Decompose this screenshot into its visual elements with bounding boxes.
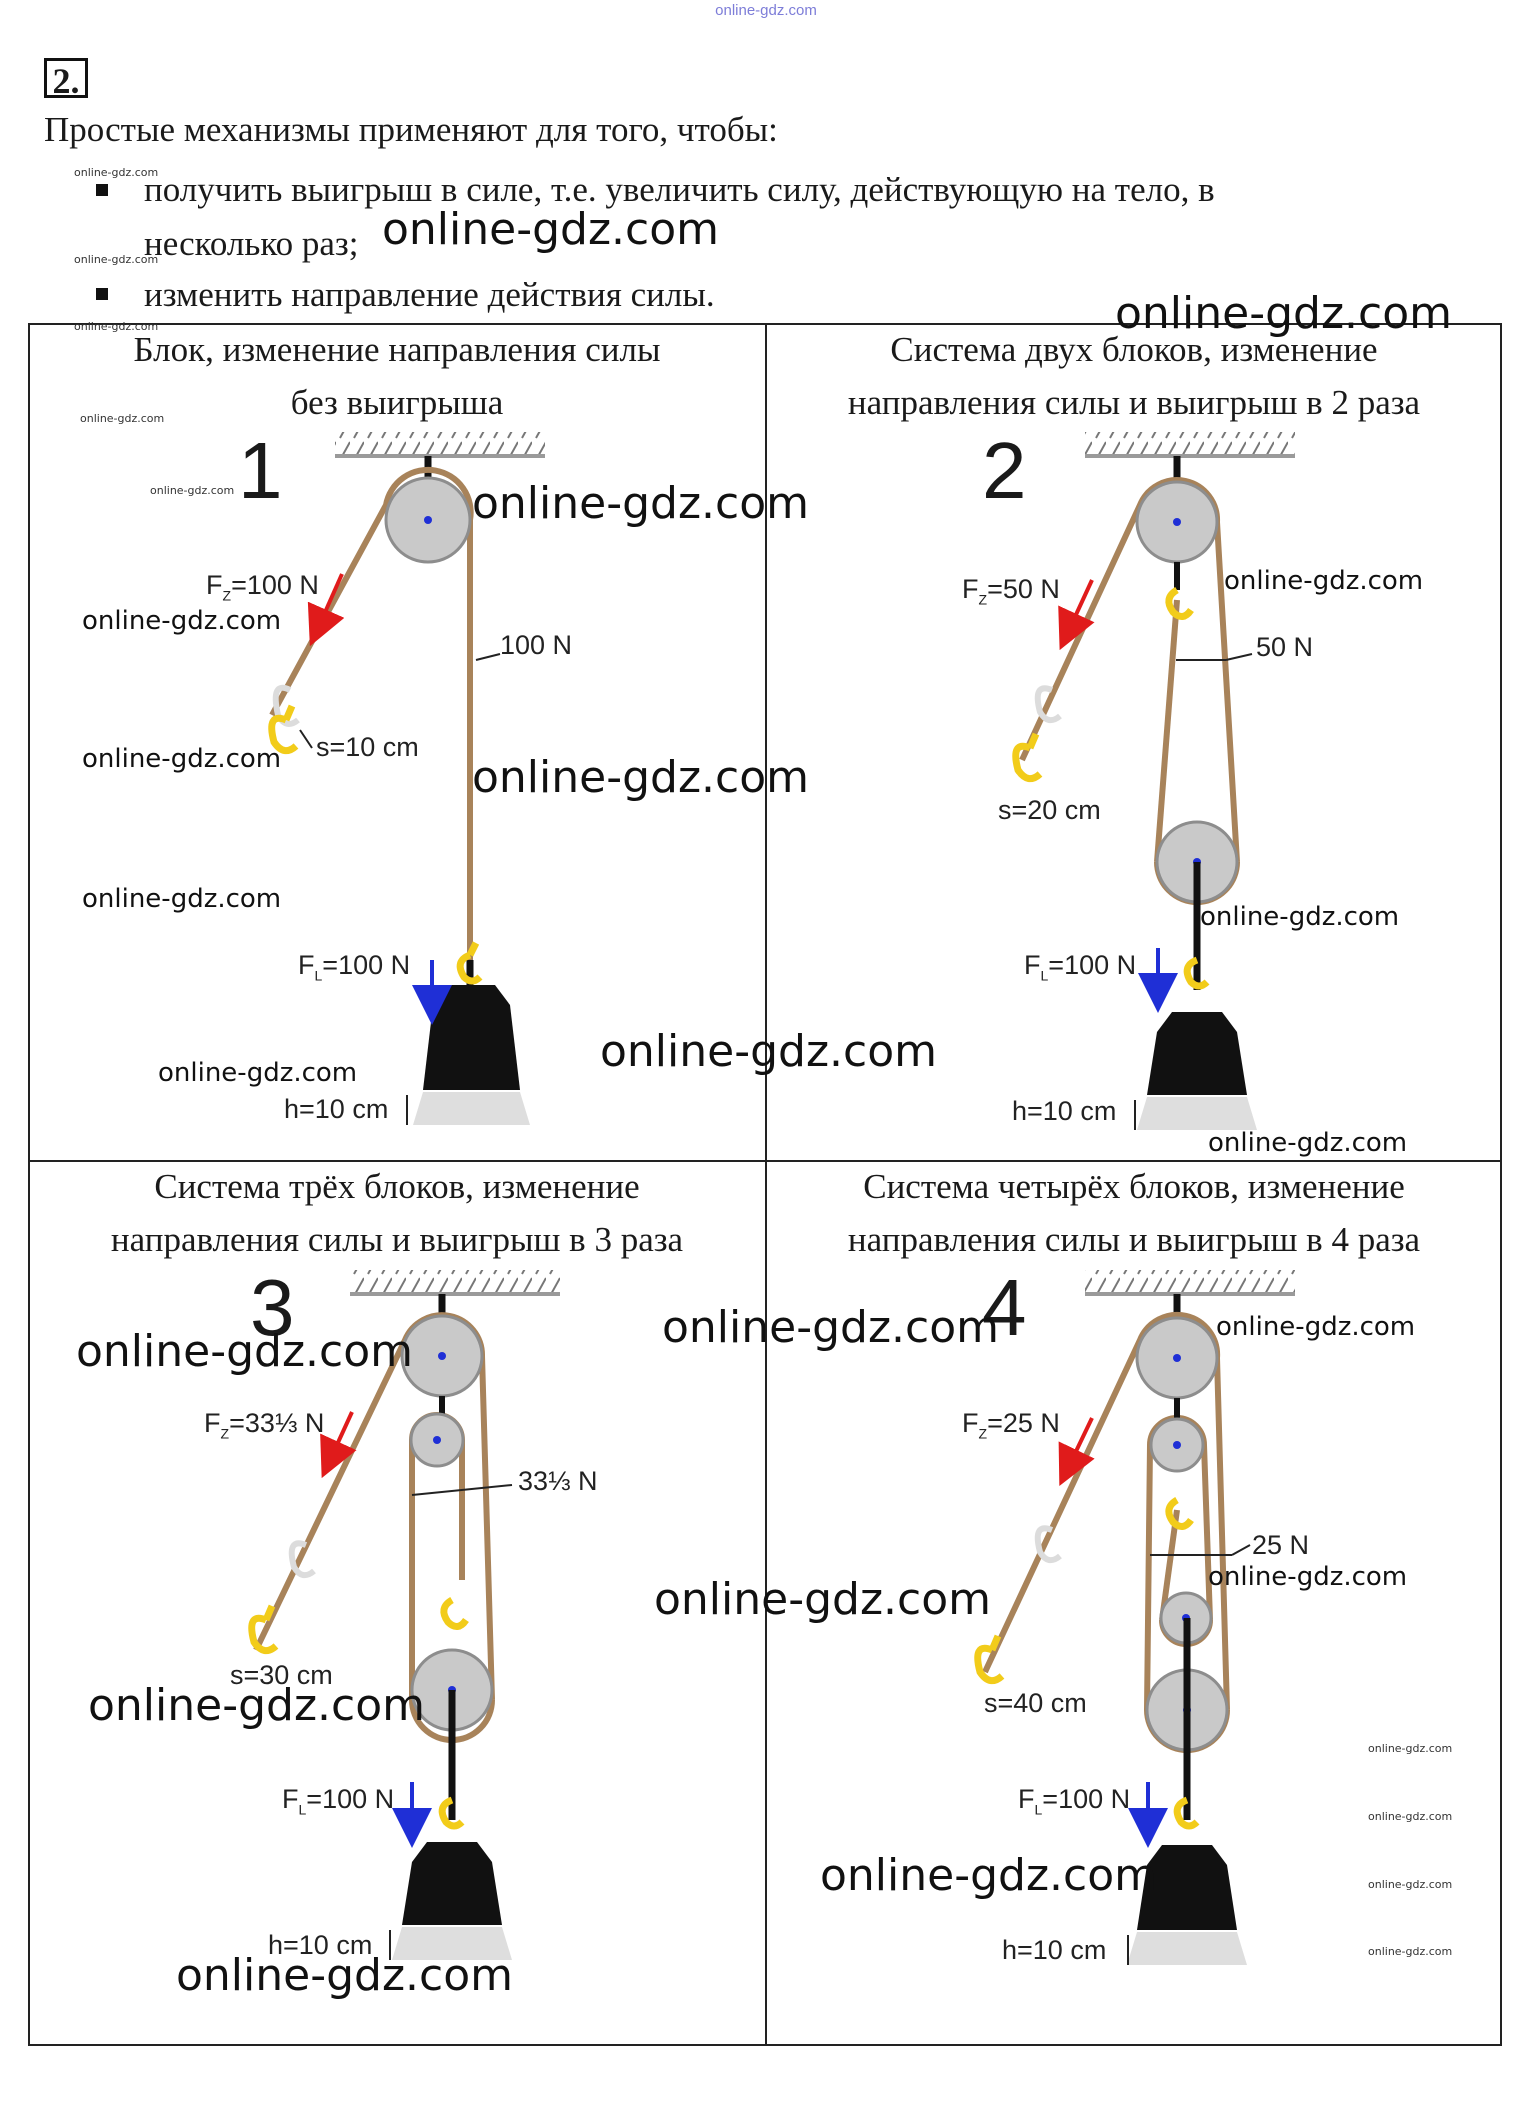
hook [1165,1496,1194,1530]
bullet-2-text: изменить направление действия силы. [144,275,715,314]
bullet-marker [96,184,108,196]
hook [1183,956,1210,990]
red-arrow [320,1411,357,1479]
diagram-number: 1 [238,426,283,515]
watermark: online-gdz.com [1224,566,1424,596]
watermark: online-gdz.com [74,320,159,333]
watermark: online-gdz.com [76,1326,414,1377]
diagram-3 [248,1270,560,1960]
watermark: online-gdz.com [74,253,159,266]
ceiling [350,1270,560,1294]
ceiling [1085,1270,1295,1294]
hook [1173,1796,1200,1830]
hook [974,1634,1005,1685]
watermark: online-gdz.com [82,744,282,774]
watermark: online-gdz.com [1200,902,1400,932]
hook [1012,732,1043,783]
watermark: online-gdz.com [1368,1878,1453,1891]
distance-label: s=10 cm [316,732,419,762]
ceiling [335,432,545,456]
watermark: online-gdz.com [472,752,810,803]
height-label: h=10 cm [268,1930,373,1960]
watermark: online-gdz.com [600,1026,938,1077]
ceiling [1085,432,1295,456]
distance-label: s=40 cm [984,1688,1087,1718]
diagram-number: 2 [982,426,1027,515]
watermark: online-gdz.com [1368,1945,1453,1958]
hook [438,1796,465,1830]
watermark: online-gdz.com [80,412,165,425]
table-divider-vertical [765,323,767,2046]
intro-text: Простые механизмы применяют для того, чт… [44,110,778,149]
height-label: h=10 cm [284,1094,389,1124]
watermark: online-gdz.com [1368,1810,1453,1823]
watermark: online-gdz.com [176,1950,514,2001]
rope-tension-label: 33⅓ N [518,1466,598,1496]
force-l-label: FL=100 N [298,950,411,984]
rope [269,466,474,960]
rope-tension-label: 50 N [1256,632,1314,662]
force-l-label: FL=100 N [282,1784,395,1818]
weight [1137,1845,1237,1930]
watermark: online-gdz.com [150,484,235,497]
weight [402,1842,502,1925]
watermark: online-gdz.com [82,884,282,914]
watermark: online-gdz.com [1208,1562,1408,1592]
task-number: 2. [44,58,88,101]
diagram-1 [268,432,545,1125]
watermark: online-gdz.com [82,606,282,636]
red-arrow [1058,579,1095,651]
watermark: online-gdz.com [382,204,720,255]
distance-label: s=20 cm [998,795,1101,825]
watermark: online-gdz.com [1368,1742,1453,1755]
hook [440,1596,469,1630]
watermark: online-gdz.com [820,1850,1158,1901]
height-label: h=10 cm [1002,1935,1107,1965]
watermark: online-gdz.com [1216,1312,1416,1342]
watermark: online-gdz.com [472,478,810,529]
rope-tension-label: 25 N [1252,1530,1310,1560]
watermark: online-gdz.com [1208,1128,1408,1158]
force-l-label: FL=100 N [1024,950,1137,984]
bullet-1-line-1: получить выигрыш в силе, т.е. увеличить … [144,170,1215,209]
top-watermark: online-gdz.com [715,2,817,19]
weight [423,985,520,1090]
hook [248,1604,279,1655]
diagram-4 [974,1270,1295,1965]
bullet-marker [96,288,108,300]
watermark: online-gdz.com [654,1574,992,1625]
red-arrow [307,573,345,647]
hook [1165,586,1194,620]
force-z-label: FZ=33⅓ N [204,1408,325,1442]
watermark: online-gdz.com [74,166,159,179]
watermark: online-gdz.com [1115,288,1453,339]
bullet-1-line-2: несколько раз; [144,224,359,263]
force-z-label: FZ=50 N [962,574,1060,608]
red-arrow [1058,1417,1095,1487]
distance-label: s=30 cm [230,1660,333,1690]
watermark: online-gdz.com [158,1058,358,1088]
watermark: online-gdz.com [88,1680,426,1731]
force-z-label: FZ=25 N [962,1408,1060,1442]
diagram-number: 3 [250,1263,295,1352]
diagram-number: 4 [982,1263,1027,1352]
height-label: h=10 cm [1012,1096,1117,1126]
force-l-label: FL=100 N [1018,1784,1131,1818]
hook [456,941,483,985]
rope-tension-label: 100 N [500,630,573,660]
watermark: online-gdz.com [662,1302,1000,1353]
table-divider-horizontal [28,1160,1502,1162]
diagram-2 [1012,432,1295,1130]
force-z-label: FZ=100 N [206,570,319,604]
hook [268,704,299,755]
weight [1147,1012,1247,1095]
